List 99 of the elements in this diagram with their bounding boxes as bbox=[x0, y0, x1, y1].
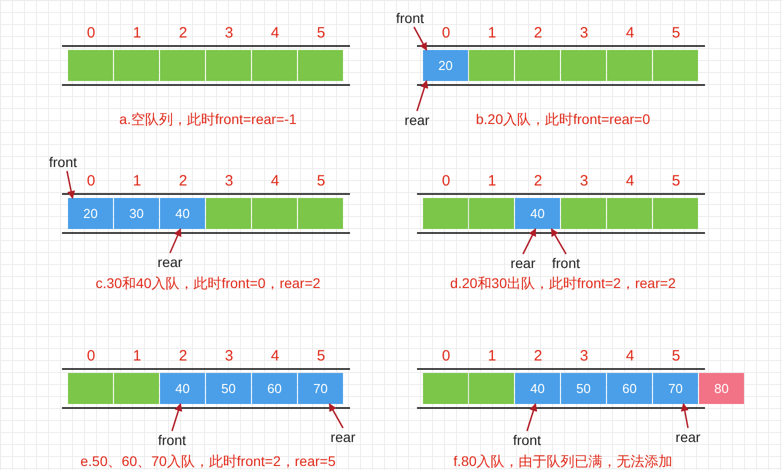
arrow bbox=[550, 228, 567, 254]
index-label: 0 bbox=[442, 172, 450, 190]
index-label: 4 bbox=[270, 172, 280, 190]
queue-cell: 40 bbox=[515, 198, 560, 229]
queue-cell bbox=[114, 373, 159, 404]
queue-cell bbox=[607, 50, 652, 81]
pointer-label: front bbox=[396, 10, 424, 26]
queue-cell bbox=[653, 50, 698, 81]
pointer-label: rear bbox=[330, 429, 356, 445]
index-label: 2 bbox=[178, 172, 188, 190]
index-label: 3 bbox=[580, 348, 588, 364]
pointer-label: rear bbox=[158, 254, 182, 270]
caption: e.50、60、70入队，此时front=2，rear=5 bbox=[80, 453, 336, 470]
queue-cell bbox=[653, 198, 698, 229]
pointer-label: rear bbox=[676, 429, 700, 445]
queue-cell bbox=[68, 373, 113, 404]
index-label: 3 bbox=[580, 24, 588, 42]
index-label: 3 bbox=[224, 172, 234, 190]
queue-cell bbox=[515, 50, 560, 81]
index-label: 1 bbox=[488, 172, 496, 190]
queue-cell bbox=[252, 198, 297, 229]
arrow bbox=[522, 228, 536, 254]
index-label: 5 bbox=[672, 172, 680, 190]
arrow bbox=[328, 403, 344, 428]
index-label: 4 bbox=[626, 172, 634, 190]
queue-cell bbox=[561, 198, 606, 229]
queue-cell: 30 bbox=[114, 198, 159, 229]
arrow bbox=[171, 403, 182, 432]
queue-cell: 20 bbox=[68, 198, 113, 229]
pointer-label: rear bbox=[510, 255, 536, 271]
index-label: 4 bbox=[626, 24, 634, 42]
arrow bbox=[413, 26, 428, 51]
index-label: 4 bbox=[270, 348, 280, 364]
queue-cell bbox=[298, 198, 343, 229]
queue-cell bbox=[114, 50, 159, 81]
queue-cell: 40 bbox=[515, 373, 560, 404]
pointer-label: front bbox=[49, 154, 77, 170]
caption: c.30和40入队，此时front=0，rear=2 bbox=[96, 275, 320, 293]
index-label: 0 bbox=[86, 172, 96, 190]
arrow bbox=[416, 80, 428, 112]
index-label: 2 bbox=[534, 24, 542, 42]
queue-cell bbox=[469, 373, 514, 404]
queue-cell bbox=[561, 50, 606, 81]
index-label: 3 bbox=[224, 348, 234, 364]
arrow bbox=[526, 403, 538, 432]
caption: a.空队列，此时front=rear=-1 bbox=[119, 111, 297, 129]
pointer-label: front bbox=[158, 432, 186, 448]
queue-cell: 60 bbox=[607, 373, 652, 404]
pointer-label: front bbox=[552, 255, 580, 271]
index-label: 5 bbox=[316, 172, 326, 190]
index-label: 0 bbox=[442, 24, 450, 42]
index-label: 1 bbox=[132, 348, 142, 364]
queue-cell bbox=[423, 198, 468, 229]
index-label: 1 bbox=[132, 172, 142, 190]
queue-cell bbox=[469, 50, 514, 81]
queue-cell bbox=[607, 198, 652, 229]
index-label: 3 bbox=[224, 24, 234, 42]
arrow bbox=[680, 403, 689, 428]
index-label: 2 bbox=[534, 348, 542, 364]
index-label: 1 bbox=[488, 348, 496, 364]
index-label: 5 bbox=[316, 24, 326, 42]
index-label: 2 bbox=[534, 172, 542, 190]
queue-cell bbox=[206, 198, 251, 229]
index-label: 0 bbox=[442, 348, 450, 364]
index-label: 4 bbox=[626, 348, 634, 364]
queue-cell bbox=[68, 50, 113, 81]
index-label: 2 bbox=[178, 24, 188, 42]
queue-cell bbox=[423, 373, 468, 404]
caption: d.20和30出队，此时front=2，rear=2 bbox=[450, 275, 676, 293]
arrow bbox=[169, 228, 182, 254]
queue-cell: 40 bbox=[160, 373, 205, 404]
caption: b.20入队，此时front=rear=0 bbox=[476, 111, 650, 129]
index-label: 2 bbox=[178, 348, 188, 364]
index-label: 5 bbox=[316, 348, 326, 364]
queue-cell: 20 bbox=[423, 50, 468, 81]
queue-cell bbox=[252, 50, 297, 81]
index-label: 5 bbox=[672, 24, 680, 42]
queue-cell: 50 bbox=[206, 373, 251, 404]
index-label: 1 bbox=[132, 24, 142, 42]
index-label: 4 bbox=[270, 24, 280, 42]
index-label: 5 bbox=[672, 348, 680, 364]
caption: f.80入队，由于队列已满，无法添加 bbox=[453, 453, 673, 470]
pointer-label: front bbox=[513, 432, 541, 448]
pointer-label: rear bbox=[404, 112, 430, 128]
queue-cell bbox=[298, 50, 343, 81]
queue-cell: 50 bbox=[561, 373, 606, 404]
queue-cell: 70 bbox=[298, 373, 343, 404]
queue-cell bbox=[206, 50, 251, 81]
queue-cell bbox=[469, 198, 514, 229]
queue-cell: 70 bbox=[653, 373, 698, 404]
queue-cell: 40 bbox=[160, 198, 205, 229]
index-label: 0 bbox=[86, 24, 96, 42]
arrow bbox=[66, 170, 76, 199]
index-label: 0 bbox=[86, 348, 96, 364]
index-label: 3 bbox=[580, 172, 588, 190]
queue-cell: 60 bbox=[252, 373, 297, 404]
queue-cell: 80 bbox=[699, 373, 744, 404]
index-label: 1 bbox=[488, 24, 496, 42]
queue-cell bbox=[160, 50, 205, 81]
